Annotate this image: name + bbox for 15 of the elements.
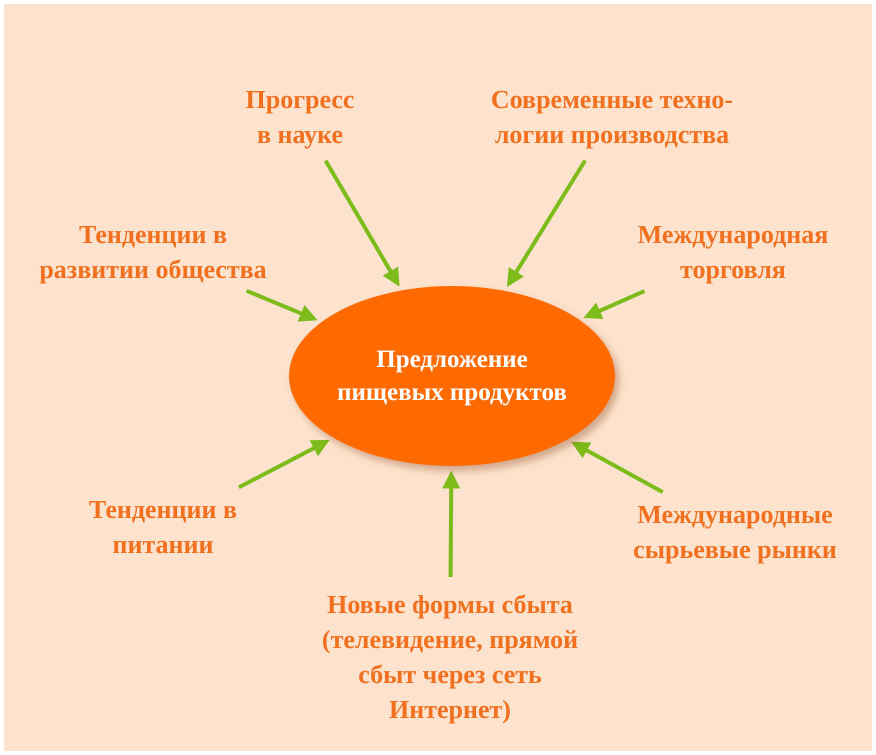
arrow	[583, 289, 646, 319]
node-label: Тенденции в питании	[88, 494, 238, 561]
arrow	[238, 440, 330, 490]
arrow	[246, 288, 318, 322]
arrow	[571, 442, 664, 494]
node-label: Международные сырьевые рынки	[633, 499, 837, 566]
node-label: Международная торговля	[638, 219, 828, 286]
node-label: Прогресс в науке	[246, 84, 354, 151]
arrow	[442, 470, 460, 578]
node-label: Предложение пищевых продуктов	[336, 345, 568, 408]
arrow	[324, 160, 400, 287]
arrow	[506, 159, 587, 288]
node-label: Современные техно- логии производства	[490, 84, 734, 151]
node-label: Новые формы сбыта (телевидение, прямой сбыт через сеть Интернет)	[322, 589, 578, 726]
node-label: Тенденции в развитии общества	[39, 219, 267, 286]
